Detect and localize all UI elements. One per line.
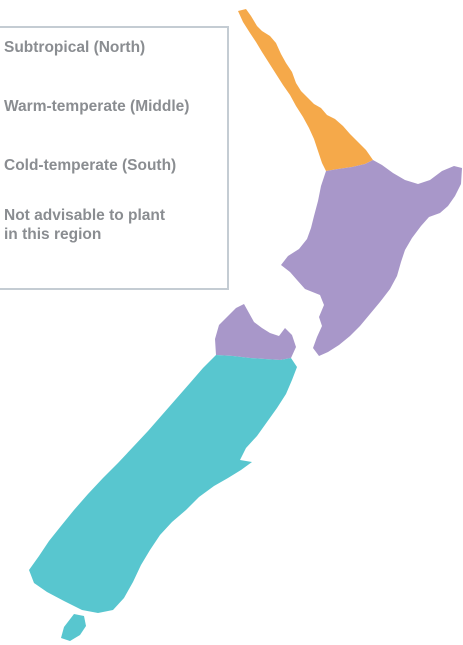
legend-item-cold-temperate: Cold-temperate (South)	[4, 157, 177, 174]
region-subtropical-north	[238, 9, 373, 171]
region-warm-temperate-south-island	[215, 304, 296, 360]
region-warm-temperate-north-island	[281, 160, 462, 356]
legend-box	[0, 26, 229, 290]
legend-item-warm-temperate: Warm-temperate (Middle)	[4, 98, 190, 115]
legend-item-subtropical: Subtropical (North)	[4, 39, 146, 56]
legend-item-not-advisable: Not advisable to plant in this region	[4, 207, 166, 243]
region-cold-temperate-stewart-island	[61, 614, 86, 641]
region-cold-temperate-south-island	[29, 355, 297, 613]
